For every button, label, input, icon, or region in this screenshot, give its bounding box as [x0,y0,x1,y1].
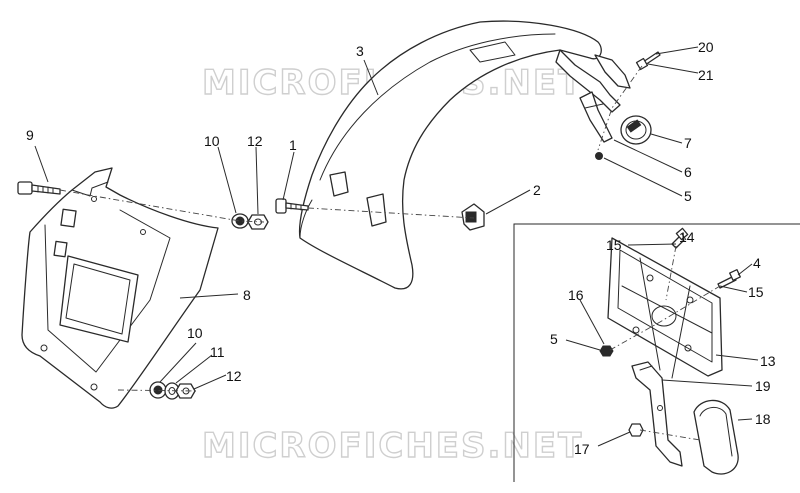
washer-part-10-upper [231,213,249,229]
callout-6: 6 [684,164,692,180]
callout-9: 9 [26,127,34,143]
callout-12-lower: 12 [226,368,242,384]
screw-part-20 [635,51,661,71]
assembly-line-inset-2 [639,429,701,441]
bolt-part-9 [17,181,61,195]
callout-10-lower: 10 [187,325,203,341]
washer-part-10-lower [149,381,167,399]
tail-light-bracket [579,91,613,143]
plate-holder-part-13 [607,237,723,379]
callout-4: 4 [753,255,761,271]
nut-part-5-top [595,152,603,160]
callout-18: 18 [755,411,771,427]
callout-12-upper: 12 [247,133,263,149]
callout-8: 8 [243,287,251,303]
callout-15-left: 15 [606,237,622,253]
callout-7: 7 [684,135,692,151]
callout-3: 3 [356,43,364,59]
screw-part-1 [275,198,309,214]
nut-part-17 [628,423,644,437]
watermark-bottom: MICROFICHES.NET [202,426,583,466]
assembly-line-tail [597,65,643,151]
screw-part-4 [717,269,741,289]
reflector-part-18 [693,399,739,475]
callout-14: 14 [679,229,695,245]
nut-part-12-upper [247,214,269,230]
callout-10-upper: 10 [204,133,220,149]
assembly-line-screw [307,207,475,219]
callout-15-right: 15 [748,284,764,300]
nut-part-16 [599,345,614,357]
assembly-line-upper [59,189,265,223]
rear-mudguard [298,20,631,290]
callout-19: 19 [755,378,771,394]
callout-1: 1 [289,137,297,153]
side-cover-part-8 [21,167,219,409]
callout-11: 11 [210,344,225,360]
assembly-line-inset-1 [609,285,721,351]
reflector-part-7 [620,115,652,145]
callout-20: 20 [698,39,714,55]
callout-16: 16 [568,287,584,303]
callout-17: 17 [574,441,590,457]
callout-2: 2 [533,182,541,198]
callout-5-inset: 5 [550,331,558,347]
clip-nut-part-2 [461,203,485,231]
callout-5-top: 5 [684,188,692,204]
callout-13: 13 [760,353,776,369]
bracket-part-19 [631,361,683,467]
inset-frame [513,223,800,482]
leader-lines [34,46,759,447]
assembly-line-inset-3 [665,245,677,301]
callout-21: 21 [698,67,714,83]
